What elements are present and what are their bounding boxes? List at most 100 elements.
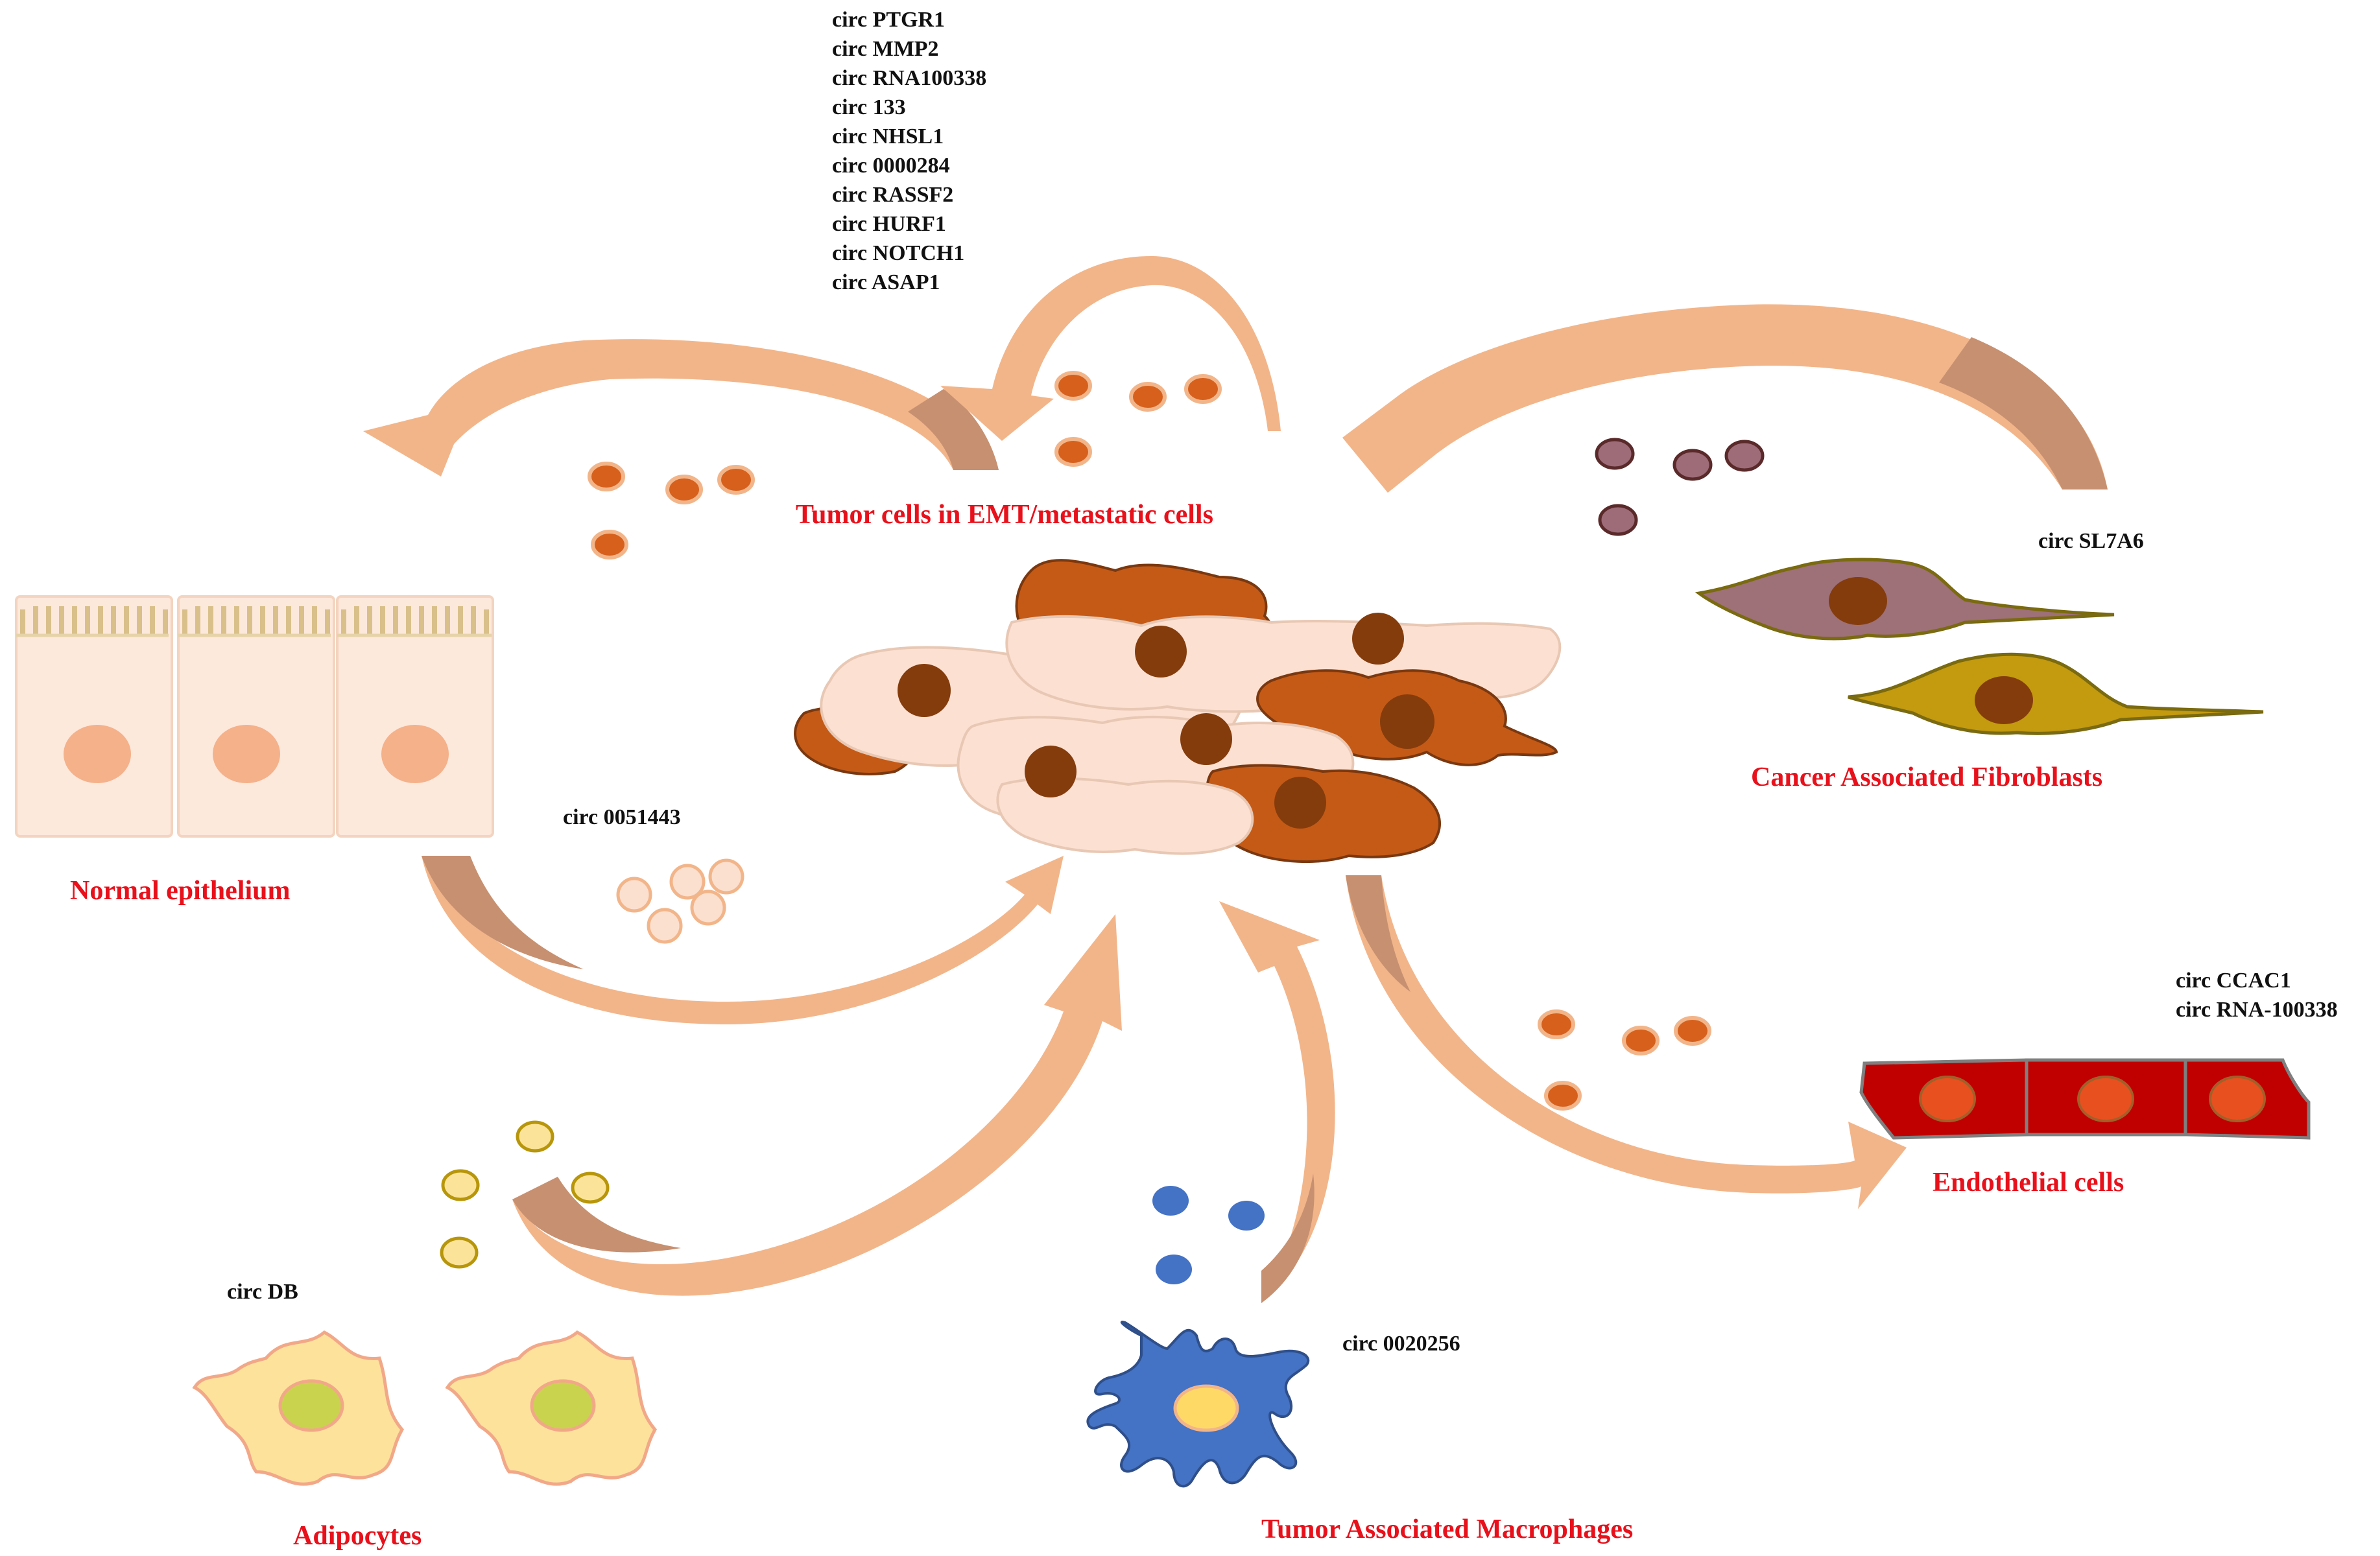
tumor-vesicle: [1544, 1081, 1582, 1111]
adipocyte-circrna-label: circ DB: [227, 1280, 298, 1304]
tumor-vesicle: [1129, 382, 1167, 412]
endothelial-nucleus: [1919, 1076, 1976, 1122]
circrna-item: circ HURF1: [832, 212, 946, 236]
circrna-item: circ RNA100338: [832, 66, 987, 90]
macrophage-vesicle: [1152, 1186, 1189, 1216]
fibroblast-cells: [1695, 558, 2264, 735]
adipocyte-vesicle: [571, 1172, 610, 1204]
normal-vesicle: [669, 864, 706, 900]
fibroblast-cell: [1695, 558, 2115, 641]
fibroblast-nucleus: [1975, 676, 2033, 724]
arrow-adipocytes-to-tumor-shade: [512, 1177, 681, 1253]
epithelial-cell: [177, 595, 335, 838]
adipocytes-label: Adipocytes: [293, 1521, 422, 1551]
arrow-normal-to-tumor: [422, 856, 1064, 1024]
tumor-nucleus: [1352, 613, 1404, 665]
caf-vesicle: [1672, 449, 1713, 481]
circrna-item: circ RASSF2: [832, 183, 954, 207]
tumor-nucleus: [898, 664, 951, 717]
epithelial-nucleus: [381, 725, 449, 783]
normal-vesicle: [690, 890, 726, 926]
caf-vesicle: [1724, 440, 1765, 472]
caf-vesicle: [1598, 504, 1638, 536]
circrna-item: circ PTGR1: [832, 8, 946, 32]
tumor-vesicle: [1054, 437, 1092, 467]
microvilli: [20, 606, 489, 635]
tumor-associated-macrophages-label: Tumor Associated Macrophages: [1261, 1515, 1634, 1544]
macrophage-vesicle: [1156, 1255, 1192, 1284]
arrow-tumor-to-endothelial: [1346, 875, 1907, 1209]
epithelial-cell: [336, 595, 494, 838]
caf-circrna-label: circ SL7A6: [2038, 529, 2144, 553]
adipocyte-vesicle: [516, 1120, 554, 1153]
arrow-macrophages-to-tumor: [1219, 901, 1335, 1303]
macrophage-vesicles: [1152, 1186, 1265, 1284]
macrophage-circrna-label: circ 0020256: [1342, 1332, 1460, 1356]
normal-epithelium-cells: [15, 595, 494, 838]
tumor-vesicles: [588, 371, 1711, 1111]
normal-epithelium-label: Normal epithelium: [70, 876, 291, 906]
tumor-vesicle: [717, 465, 755, 495]
tumor-vesicle: [1054, 371, 1092, 401]
arrow-tumor-self-loop: [940, 256, 1281, 441]
fibroblast-cell: [1848, 652, 2264, 735]
tumor-vesicle: [1674, 1016, 1711, 1046]
normal-vesicles: [616, 858, 744, 944]
epithelial-nucleus: [64, 725, 131, 783]
caf-vesicles: [1595, 438, 1765, 536]
tumor-cells-label: Tumor cells in EMT/metastatic cells: [796, 500, 1213, 530]
caf-vesicle: [1595, 438, 1635, 470]
adipocyte-vesicle: [440, 1236, 479, 1269]
circrna-item: circ NHSL1: [832, 124, 944, 148]
arrows: [363, 256, 2108, 1303]
tumor-nucleus: [1180, 713, 1232, 765]
normal-vesicle: [708, 858, 744, 895]
tumor-nucleus: [1025, 746, 1077, 797]
endothelial-nucleus: [2209, 1076, 2266, 1122]
tumor-nucleus: [1274, 777, 1326, 829]
arrow-tumor-to-endothelial-shade: [1346, 875, 1410, 992]
fibroblast-nucleus: [1829, 577, 1887, 625]
tumor-vesicle: [591, 530, 628, 560]
circrna-item: circ MMP2: [832, 37, 939, 61]
arrow-caf-to-tumor: [1342, 304, 2108, 493]
endothelial-circrna-label-2: circ RNA-100338: [2176, 998, 2338, 1022]
adipocyte-vesicle: [441, 1169, 480, 1201]
arrow-tumor-to-normal-epithelium: [363, 339, 999, 477]
arrow-adipocytes-to-tumor: [512, 914, 1122, 1296]
arrow-macrophages-to-tumor-shade: [1261, 1173, 1315, 1303]
endothelial-nucleus: [2077, 1076, 2134, 1122]
circrna-item: circ 133: [832, 95, 906, 119]
macrophage-nucleus: [1173, 1384, 1239, 1432]
arrow-tumor-to-normal-shade: [908, 389, 999, 470]
circrna-item: circ ASAP1: [832, 270, 940, 294]
circrna-item: circ 0000284: [832, 154, 950, 178]
tumor-vesicle: [1538, 1009, 1575, 1039]
arrow-caf-to-tumor-shade: [1939, 337, 2108, 489]
adipocyte-vesicles: [440, 1120, 610, 1269]
normal-vesicle: [616, 877, 652, 913]
tumor-nucleus: [1380, 694, 1434, 749]
adipocyte-cells: [192, 1330, 658, 1486]
tumor-vesicle: [1184, 374, 1222, 404]
adipocyte-nucleus: [278, 1379, 344, 1432]
tumor-nucleus: [1135, 626, 1187, 678]
endothelial-cells-label: Endothelial cells: [1933, 1168, 2124, 1197]
tumor-vesicle: [588, 462, 625, 491]
tumor-cell-cluster: [794, 559, 1562, 864]
macrophage-vesicle: [1228, 1201, 1265, 1231]
tumor-circrna-list: circ PTGR1 circ MMP2 circ RNA100338 circ…: [832, 5, 986, 297]
macrophage-cell: [1086, 1321, 1310, 1488]
tumor-vesicle: [665, 475, 703, 504]
epithelial-nucleus: [213, 725, 280, 783]
epithelial-cell: [15, 595, 173, 838]
tumor-cell-light: [996, 777, 1254, 855]
endothelial-circrna-label-1: circ CCAC1: [2176, 969, 2291, 993]
endothelial-vessel: [1859, 1058, 2311, 1140]
normal-circrna-label: circ 0051443: [563, 805, 681, 829]
circrna-item: circ NOTCH1: [832, 241, 965, 265]
normal-vesicle: [647, 908, 683, 944]
adipocyte-nucleus: [530, 1379, 596, 1432]
arrow-normal-to-tumor-shade: [422, 856, 584, 969]
